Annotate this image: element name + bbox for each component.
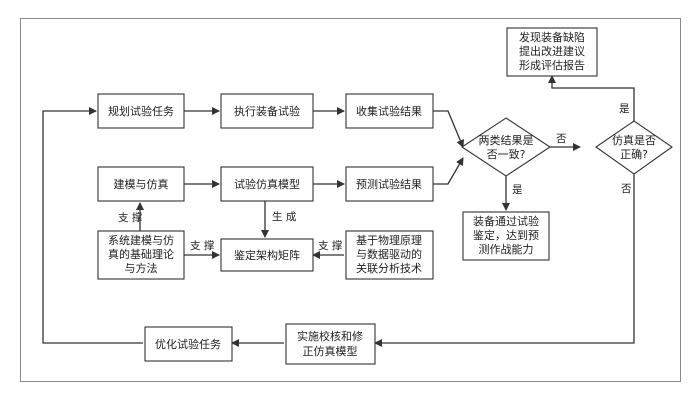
decision-results-consistent: 两类结果是 否一致? [461,117,551,177]
node-predict-results: 预测试验结果 [345,166,434,202]
node-defects-line1: 发现装备缺陷 [519,30,585,44]
decision-sim-line2: 正确? [620,148,648,161]
label-support-right: 支 撑 [318,239,343,252]
diagram-frame [20,18,681,382]
arrow-simdiamond-to-defects [548,75,635,121]
node-defects-line2: 提出改进建议 [519,44,585,58]
node-modeling-sim-label: 建模与仿真 [114,177,169,191]
node-test-sim-model-label: 试验仿真模型 [234,177,300,191]
node-calibrate-line1: 实施校核和修 [297,329,363,343]
node-identify-matrix-label: 鉴定架构矩阵 [234,248,300,262]
node-passed-identification: 装备通过试验 鉴定，达到预 测作战能力 [462,211,550,261]
node-identify-matrix: 鉴定架构矩阵 [220,238,314,272]
node-calibrate-line2: 正仿真模型 [303,344,358,358]
label-support-left: 支 撑 [118,211,143,224]
decision-consistent-line1: 两类结果是 [479,133,534,147]
label-sim-no: 否 [621,183,632,195]
node-defects-report: 发现装备缺陷 提出改进建议 形成评估报告 [506,27,598,77]
node-execute-test-label: 执行装备试验 [234,104,300,118]
decision-sim-line1: 仿真是否 [612,133,656,147]
node-predict-results-label: 预测试验结果 [356,177,422,191]
node-test-sim-model: 试验仿真模型 [220,166,314,202]
decision-sim-correct: 仿真是否 正确? [595,120,673,175]
node-execute-test: 执行装备试验 [220,93,314,129]
node-collect-results: 收集试验结果 [345,93,434,129]
arrow-simdiamond-to-calibrate [374,174,635,347]
node-passed-line3: 测作战能力 [479,242,534,256]
label-consistent-yes: 是 [512,184,523,196]
label-support-mid: 支 撑 [190,239,215,252]
node-defects-line3: 形成评估报告 [519,58,585,72]
node-passed-line1: 装备通过试验 [473,214,539,228]
arrow-optimize-to-plan [42,107,143,344]
label-sim-yes: 是 [619,103,630,115]
node-theory-line1: 系统建模与仿 [108,233,174,247]
node-passed-line2: 鉴定，达到预 [473,228,539,242]
connectors [42,75,635,347]
node-modeling-sim: 建模与仿真 [97,166,185,202]
node-theory-line2: 真的基础理论 [108,247,174,261]
node-collect-results-label: 收集试验结果 [356,104,422,118]
node-optimize-task: 优化试验任务 [144,326,233,362]
node-theory-line3: 与方法 [125,261,158,275]
node-plan-task-label: 规划试验任务 [108,104,174,118]
node-physics-data: 基于物理原理 与数据驱动的 关联分析技术 [345,230,434,280]
node-calibrate-model: 实施校核和修 正仿真模型 [285,323,376,365]
node-physics-line1: 基于物理原理 [356,233,422,247]
node-plan-task: 规划试验任务 [97,93,185,129]
arrow-predict-to-diamond [433,157,464,185]
node-theory-methods: 系统建模与仿 真的基础理论 与方法 [97,230,185,280]
node-physics-line2: 与数据驱动的 [356,247,422,261]
node-physics-line3: 关联分析技术 [356,261,422,275]
arrow-collect-to-diamond [433,110,464,148]
label-consistent-no: 否 [556,133,567,145]
decision-consistent-line2: 否一致? [487,147,526,161]
node-optimize-task-label: 优化试验任务 [155,337,221,351]
label-generate: 生 成 [272,210,297,223]
